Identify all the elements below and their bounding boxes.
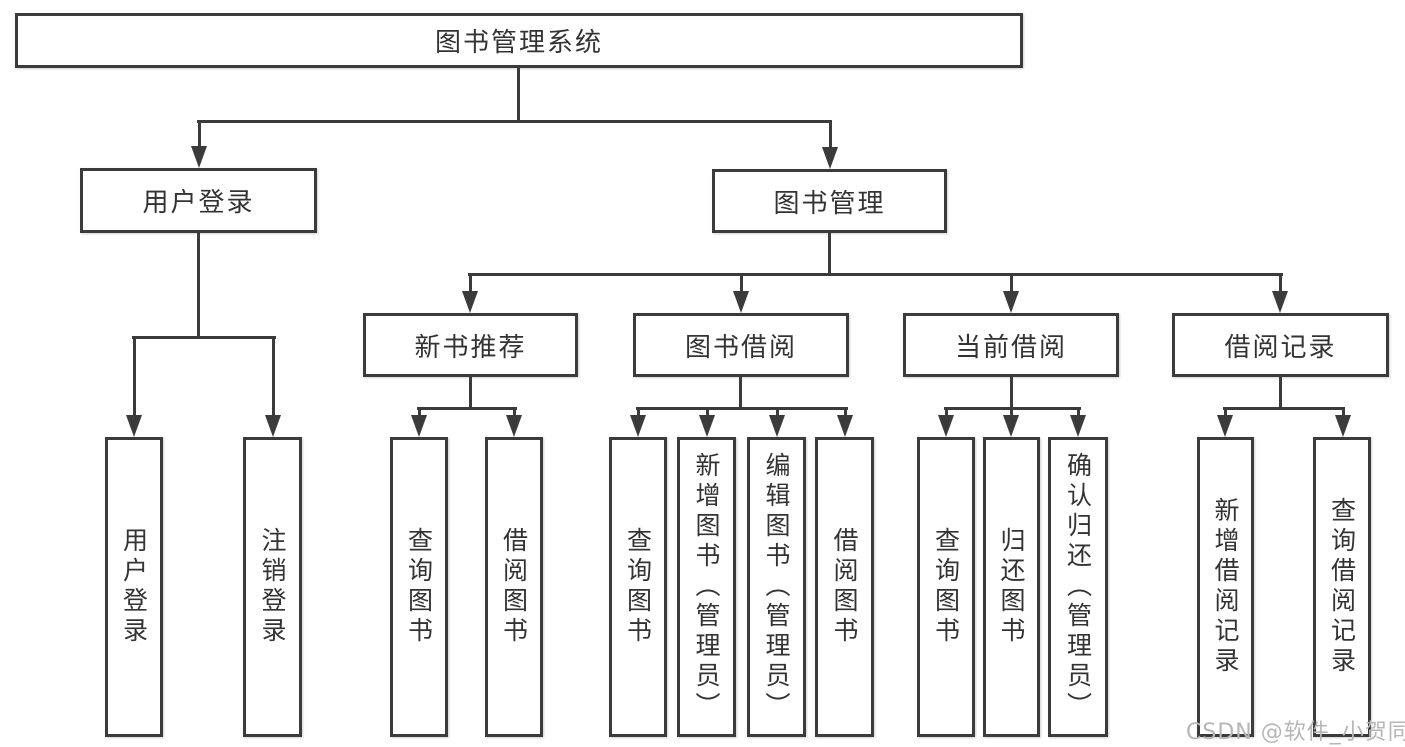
arrow-to-current-borrowing (1003, 273, 1019, 313)
leaf-add-books-admin: 新增图书（管理员） (677, 437, 736, 737)
connector-stem-borrowing-records (1279, 377, 1282, 407)
connector-stem-book-borrowing (739, 377, 742, 407)
leaf-borrow-books-newrec: 借阅图书 (485, 437, 543, 737)
arrow-to-borrowing-records (1272, 273, 1288, 313)
leaf-query-books-borrowing: 查询图书 (609, 437, 667, 737)
node-book-management: 图书管理 (712, 169, 947, 233)
node-borrowing-records: 借阅记录 (1172, 313, 1389, 377)
connector-stem-root (517, 68, 520, 120)
arrow-to-book-borrowing (733, 273, 749, 313)
connector-splitter-new-book (417, 407, 517, 410)
leaf-query-books-current: 查询图书 (917, 437, 975, 737)
watermark: CSDN @软件_小贺同学 (1186, 720, 1405, 745)
connector-stem-book-management (828, 233, 831, 273)
leaf-user-login: 用户登录 (105, 437, 163, 737)
connector-stem-current-borrowing (1010, 377, 1013, 407)
connector-splitter-book-management (468, 273, 1283, 276)
connector-splitter-current-borrowing (944, 407, 1081, 410)
arrow-to-book-management (822, 120, 838, 169)
arrow-to-borrow-books-1 (506, 407, 522, 437)
leaf-query-books-newrec: 查询图书 (390, 437, 448, 737)
arrow-to-new-book-recommendation (462, 273, 478, 313)
leaf-add-borrowing-record: 新增借阅记录 (1197, 437, 1254, 737)
arrow-to-return-books (1003, 407, 1019, 437)
arrow-to-query-books-3 (938, 407, 954, 437)
arrow-to-query-books-2 (630, 407, 646, 437)
node-book-borrowing: 图书借阅 (633, 313, 849, 377)
connector-splitter-borrowing-records (1223, 407, 1345, 410)
connector-stem-new-book (469, 377, 472, 407)
leaf-query-borrowing-record: 查询借阅记录 (1313, 437, 1371, 737)
node-current-borrowing: 当前借阅 (903, 313, 1119, 377)
connector-stem-user-login (197, 233, 200, 336)
connector-splitter-root (197, 120, 831, 123)
leaf-logout: 注销登录 (243, 437, 302, 737)
arrow-to-user-login (191, 120, 207, 168)
arrow-to-edit-books (769, 407, 785, 437)
connector-splitter-book-borrowing (636, 407, 848, 410)
leaf-return-books: 归还图书 (983, 437, 1040, 737)
arrow-to-confirm-return (1070, 407, 1086, 437)
node-library-management-system: 图书管理系统 (15, 13, 1023, 68)
arrow-to-leaf-user-login (126, 336, 142, 437)
arrow-to-add-books (699, 407, 715, 437)
connector-splitter-user-login (132, 336, 276, 339)
arrow-to-leaf-logout (265, 336, 281, 437)
node-user-login: 用户登录 (80, 168, 317, 233)
leaf-edit-books-admin: 编辑图书（管理员） (747, 437, 806, 737)
arrow-to-borrow-books-2 (837, 407, 853, 437)
leaf-borrow-books-borrowing: 借阅图书 (815, 437, 874, 737)
arrow-to-query-books-1 (411, 407, 427, 437)
node-new-book-recommendation: 新书推荐 (363, 313, 578, 377)
arrow-to-add-borrowing-record (1217, 407, 1233, 437)
arrow-to-query-borrowing-record (1335, 407, 1351, 437)
leaf-confirm-return-admin: 确认归还（管理员） (1048, 437, 1108, 737)
